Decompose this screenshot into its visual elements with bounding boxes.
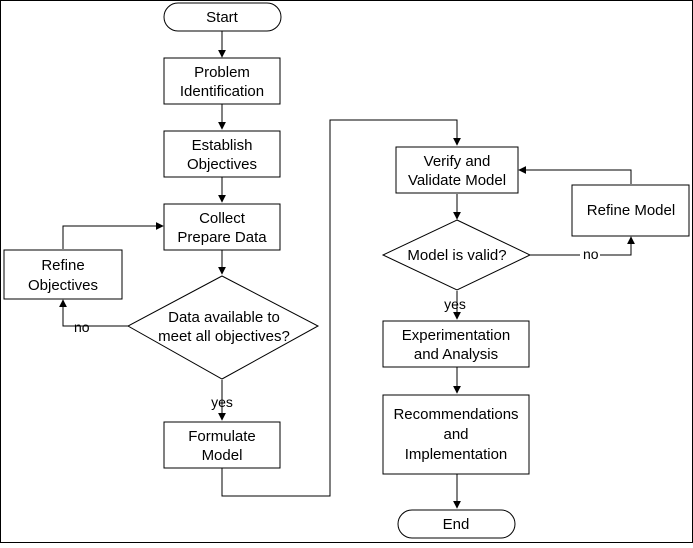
data-available-diamond xyxy=(126,275,320,380)
refine-model-node: Refine Model xyxy=(571,184,690,237)
formulate-model-node: Formulate Model xyxy=(163,421,281,469)
refine-objectives-label-line2: Objectives xyxy=(28,277,98,294)
recommendations-node: Recommendations and Implementation xyxy=(382,394,530,475)
collect-prepare-data-label-line2: Prepare Data xyxy=(177,229,267,246)
end-label: End xyxy=(443,516,470,533)
formulate-model-label-line1: Formulate xyxy=(188,428,256,445)
model-valid-yes-label: yes xyxy=(444,296,466,312)
verify-validate-node: Verify and Validate Model xyxy=(395,146,519,194)
refine-objectives-box xyxy=(3,249,123,300)
experimentation-node: Experimentation and Analysis xyxy=(382,320,530,368)
verify-validate-label-line2: Validate Model xyxy=(408,172,506,189)
model-valid-diamond xyxy=(381,219,532,291)
data-available-label-line1: Data available to xyxy=(168,309,280,326)
refine-objectives-node: Refine Objectives xyxy=(3,249,123,300)
edge-refine-model-to-verify xyxy=(518,166,632,184)
establish-objectives-node: Establish Objectives xyxy=(163,130,281,178)
model-valid-no-label: no xyxy=(583,246,599,262)
start-node: Start xyxy=(163,2,282,32)
establish-objectives-box xyxy=(163,130,281,178)
problem-identification-label-line2: Identification xyxy=(180,83,264,100)
recommendations-label-line3: Implementation xyxy=(405,446,508,463)
collect-prepare-data-label-line1: Collect xyxy=(199,210,246,227)
collect-prepare-data-box xyxy=(163,203,281,251)
data-available-yes-label: yes xyxy=(211,394,233,410)
start-terminator xyxy=(163,2,282,32)
refine-model-box xyxy=(571,184,690,237)
collect-prepare-data-node: Collect Prepare Data xyxy=(163,203,281,251)
end-terminator xyxy=(397,509,516,539)
experimentation-label-line1: Experimentation xyxy=(402,327,510,344)
problem-identification-box xyxy=(163,57,281,105)
verify-validate-box xyxy=(395,146,519,194)
verify-validate-label-line1: Verify and xyxy=(424,153,491,170)
edge-refine-objectives-to-collect xyxy=(62,222,164,249)
edge-data-no-to-refine-objectives xyxy=(59,299,128,327)
model-no-label-background xyxy=(580,246,600,262)
formulate-model-label-line2: Model xyxy=(202,447,243,464)
establish-objectives-label-line2: Objectives xyxy=(187,156,257,173)
model-valid-label: Model is valid? xyxy=(407,247,506,264)
data-available-label-line2: meet all objectives? xyxy=(158,328,290,345)
refine-objectives-label-line1: Refine xyxy=(41,257,84,274)
start-label: Start xyxy=(206,9,239,26)
recommendations-box xyxy=(382,394,530,475)
experimentation-box xyxy=(382,320,530,368)
establish-objectives-label-line1: Establish xyxy=(192,137,253,154)
formulate-model-box xyxy=(163,421,281,469)
data-available-no-label: no xyxy=(74,319,90,335)
problem-identification-label-line1: Problem xyxy=(194,64,250,81)
refine-model-label: Refine Model xyxy=(587,202,675,219)
end-node: End xyxy=(397,509,516,539)
edge-formulate-to-verify xyxy=(221,119,461,497)
recommendations-label-line1: Recommendations xyxy=(393,406,518,423)
experimentation-label-line2: and Analysis xyxy=(414,346,498,363)
recommendations-label-line2: and xyxy=(443,426,468,443)
model-valid-decision-node: Model is valid? xyxy=(381,219,532,291)
edge-model-no-to-refine-model xyxy=(530,236,635,256)
data-available-decision-node: Data available to meet all objectives? xyxy=(126,275,320,380)
edges xyxy=(59,31,635,509)
problem-identification-node: Problem Identification xyxy=(163,57,281,105)
